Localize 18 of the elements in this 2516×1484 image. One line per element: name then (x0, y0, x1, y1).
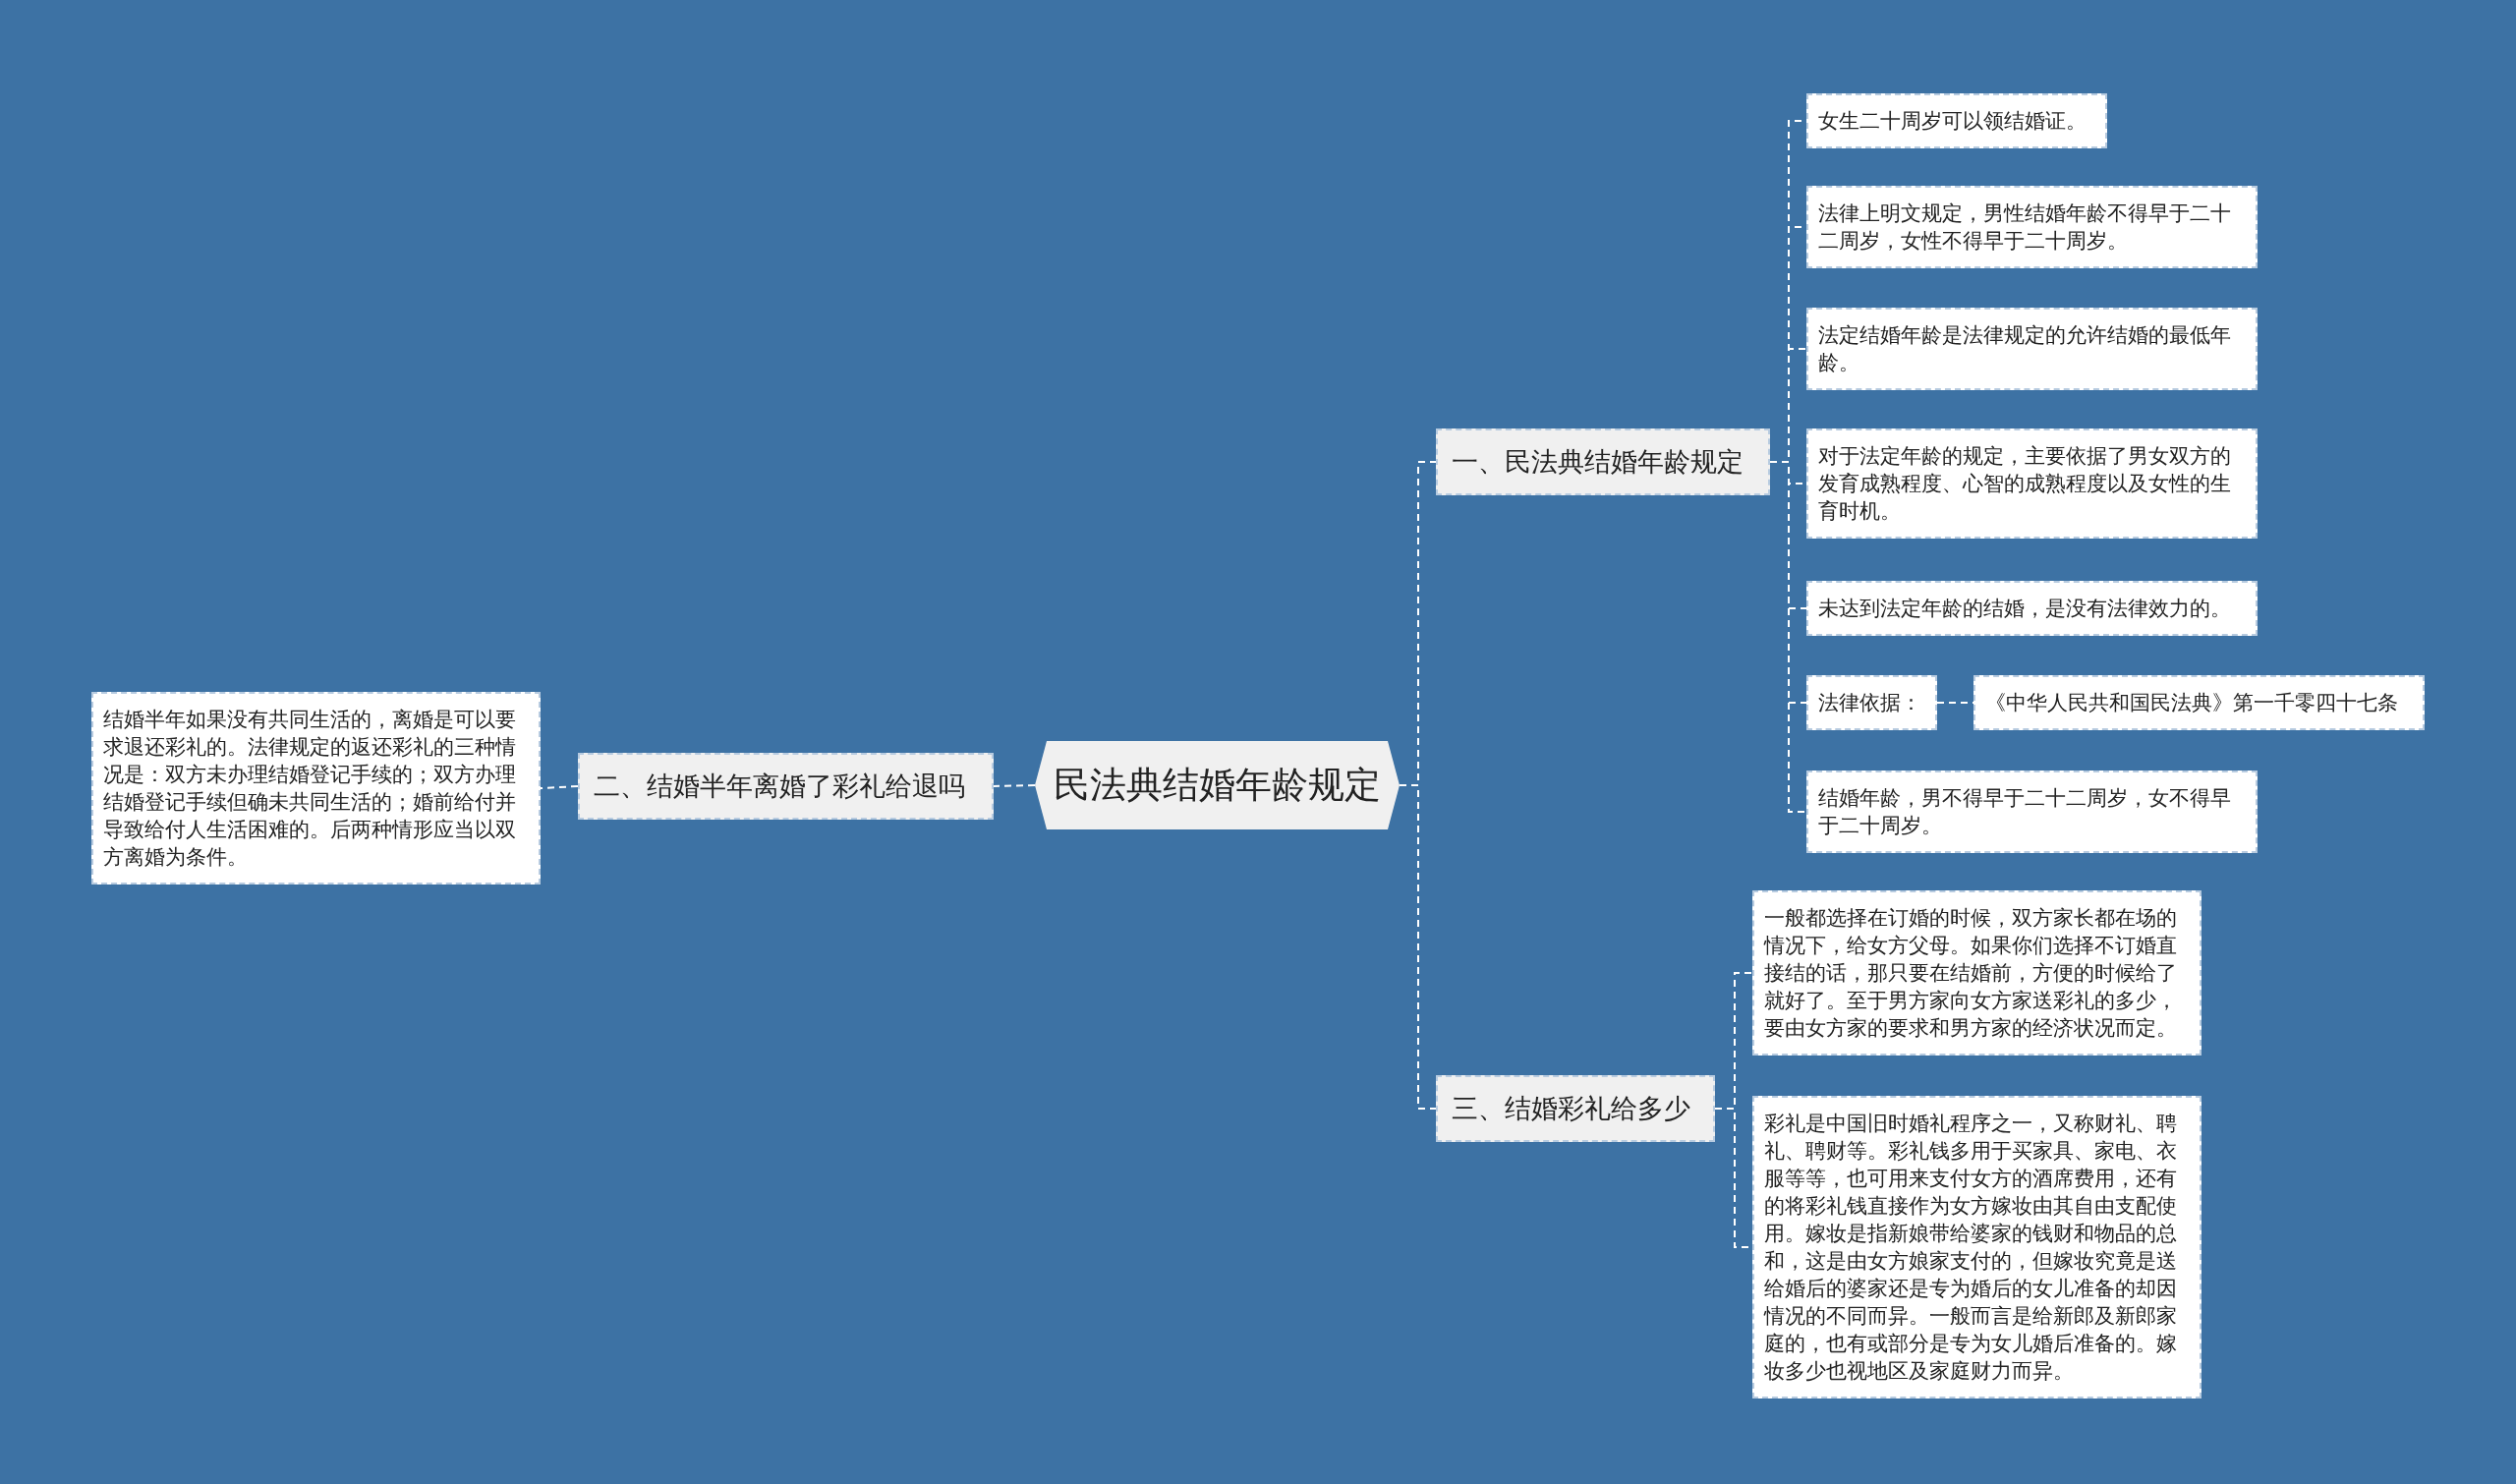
connector-line (993, 784, 1036, 787)
text-box: 法律依据： (1806, 675, 1937, 730)
topic-box: 三、结婚彩礼给多少 (1436, 1075, 1715, 1142)
text-box: 结婚年龄，男不得早于二十二周岁，女不得早于二十周岁。 (1806, 771, 2258, 853)
topic-box: 一、民法典结婚年龄规定 (1436, 428, 1770, 495)
text-box: 对于法定年龄的规定，主要依据了男女双方的发育成熟程度、心智的成熟程度以及女性的生育时机。 (1806, 428, 2258, 539)
text-box: 《中华人民共和国民法典》第一千零四十七条 (1973, 675, 2425, 730)
topic-box: 二、结婚半年离婚了彩礼给退吗 (578, 753, 994, 820)
central-topic: 民法典结婚年龄规定 (1035, 741, 1400, 829)
connector-line (1399, 784, 1437, 1110)
text-box: 法定结婚年龄是法律规定的允许结婚的最低年龄。 (1806, 308, 2258, 390)
text-box: 结婚半年如果没有共同生活的，离婚是可以要求退还彩礼的。法律规定的返还彩礼的三种情况是：双方未办理结婚登记手续的；双方办理结婚登记手续但确未共同生活的；婚前给付并导致给付人生活困难的。后两种情形应当以双方离婚为条件。 (91, 692, 541, 885)
text-box: 彩礼是中国旧时婚礼程序之一，又称财礼、聘礼、聘财等。彩礼钱多用于买家具、家电、衣服等等，也可用来支付女方的酒席费用，还有的将彩礼钱直接作为女方嫁妆由其自由支配使用。嫁妆是指新娘带给婆家的钱财和物品的总和，这是由女方娘家支付的，但嫁妆究竟是送给婚后的婆家还是专为婚后的女儿准备的却因情况的不同而异。一般而言是给新郎及新郎家庭的，也有或部分是专为女儿婚后准备的。嫁妆多少也视地区及家庭财力而异。 (1752, 1096, 2202, 1398)
text-box: 未达到法定年龄的结婚，是没有法律效力的。 (1806, 581, 2258, 636)
connector-line (540, 785, 579, 789)
text-box: 一般都选择在订婚的时候，双方家长都在场的情况下，给女方父母。如果你们选择不订婚直接结的话，那只要在结婚前，方便的时候给了就好了。至于男方家向女方家送彩礼的多少，要由女方家的要求和男方家的经济状况而定。 (1752, 890, 2202, 1056)
text-box: 女生二十周岁可以领结婚证。 (1806, 93, 2107, 148)
text-box: 法律上明文规定，男性结婚年龄不得早于二十二周岁，女性不得早于二十周岁。 (1806, 186, 2258, 268)
